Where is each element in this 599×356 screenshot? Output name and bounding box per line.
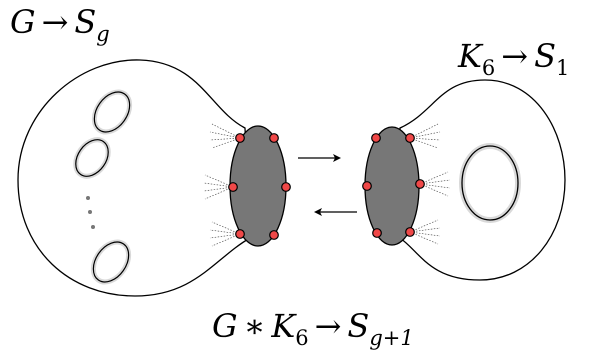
label-arrow: →: [501, 37, 529, 75]
vertex: [235, 133, 245, 143]
arrow-right: [298, 154, 341, 162]
right-surface: [399, 79, 566, 281]
left-hole-3-outline: [92, 241, 130, 283]
label-arrow: →: [314, 307, 342, 345]
left-surface: [17, 59, 251, 297]
vertex: [405, 227, 415, 237]
label-s-var: S: [347, 307, 370, 345]
label-s-sub: 1: [556, 56, 570, 80]
vertex: [269, 133, 279, 143]
vertex: [405, 133, 415, 143]
ellipsis-dot-3: [91, 225, 95, 229]
left-spokes: [203, 123, 241, 247]
vertex: [228, 182, 238, 192]
label-connected-sum: G∗K6→Sg+1: [212, 310, 414, 349]
label-s-sub: g: [96, 22, 110, 46]
label-g-to-sg: G→Sg: [10, 6, 110, 45]
left-hole-1-outline: [93, 91, 131, 133]
ellipsis-dot-2: [88, 210, 92, 214]
label-arrow: →: [41, 3, 69, 41]
right-vertices: [362, 133, 425, 238]
ellipsis-dot-1: [86, 196, 90, 200]
vertex: [235, 229, 245, 239]
left-holes: [73, 89, 133, 285]
vertex: [362, 181, 372, 191]
vertex: [415, 179, 425, 189]
label-star-op: ∗: [243, 307, 266, 345]
label-s-var: S: [534, 37, 557, 75]
label-s-sub: g+1: [369, 326, 414, 350]
left-vertices: [228, 133, 291, 240]
label-k6-to-s1: K6→S1: [458, 40, 569, 79]
label-k-var: K: [458, 37, 482, 75]
vertex: [372, 228, 382, 238]
label-g-var: G: [10, 3, 36, 41]
left-hole-2-outline: [75, 139, 109, 177]
arrow-left: [314, 208, 357, 216]
right-spokes: [409, 123, 451, 245]
label-k-sub: 6: [295, 326, 309, 350]
label-k-var: K: [271, 307, 296, 345]
label-s-var: S: [74, 3, 97, 41]
vertex: [281, 182, 291, 192]
vertex: [269, 230, 279, 240]
vertex: [371, 133, 381, 143]
right-hole: [461, 145, 519, 221]
label-k-sub: 6: [481, 56, 496, 80]
label-g-var: G: [212, 307, 238, 345]
left-disk: [229, 125, 287, 247]
